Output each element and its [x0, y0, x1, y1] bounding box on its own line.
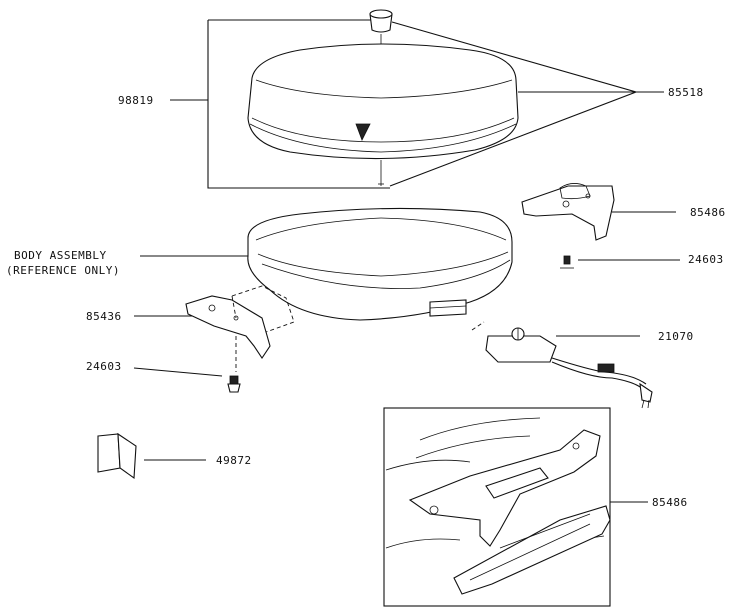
- label-control: 21070: [658, 330, 694, 343]
- temperature-control: [471, 321, 653, 409]
- detail-box: [383, 407, 648, 607]
- label-manual: 49872: [216, 454, 252, 467]
- cover-bracket: [170, 19, 390, 189]
- leader-85518: [389, 21, 664, 187]
- label-screw-right: 24603: [688, 253, 724, 266]
- pan-body: [140, 207, 513, 321]
- left-screw: [133, 367, 241, 393]
- right-handle: [521, 183, 676, 241]
- label-screw-left: 24603: [86, 360, 122, 373]
- label-cover-handle: 85518: [668, 86, 704, 99]
- label-handle-right: 85486: [690, 206, 726, 219]
- label-handle-left: 85436: [86, 310, 122, 323]
- label-body-assembly: BODY ASSEMBLY: [14, 249, 107, 262]
- label-cover: 98819: [118, 94, 154, 107]
- manual-booklet: [97, 432, 206, 480]
- cover: [247, 43, 519, 186]
- left-handle: [134, 285, 295, 372]
- label-body-assembly-note: (REFERENCE ONLY): [6, 264, 120, 277]
- right-screw: [560, 255, 680, 269]
- label-detail-handle: 85486: [652, 496, 688, 509]
